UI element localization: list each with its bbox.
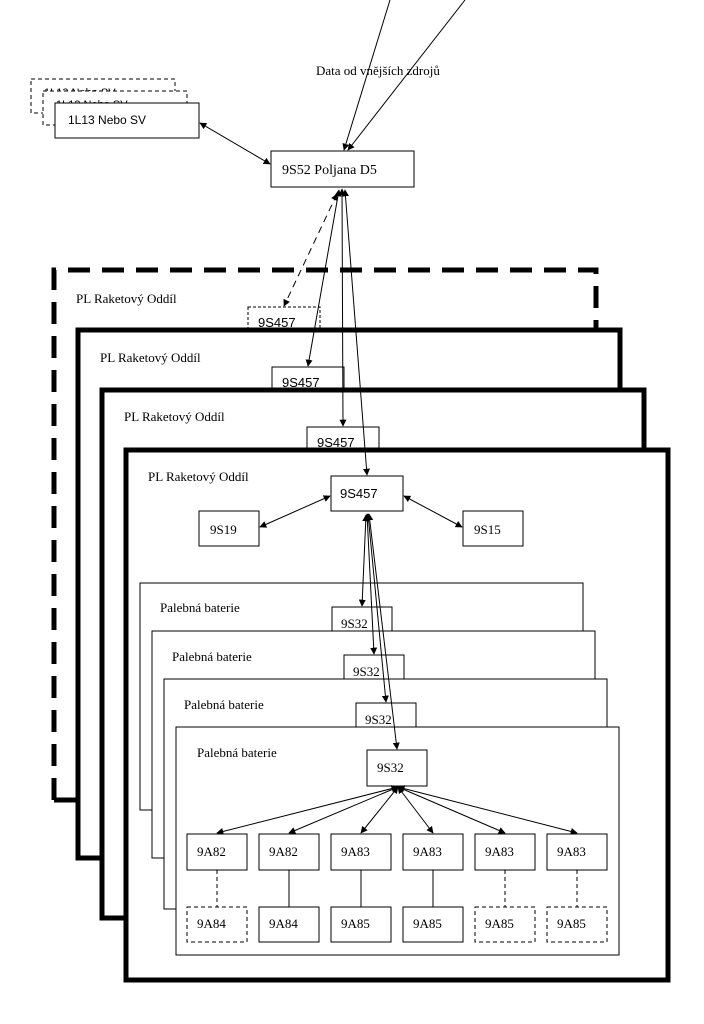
launcher-label-6: 9A83: [557, 844, 586, 859]
launcher-box-1: [186, 833, 248, 871]
battalion-frame-front-title: PL Raketový Oddíl: [148, 469, 249, 484]
radar-9s19-box: [198, 510, 260, 547]
battery-frame-2-title: Palebná baterie: [172, 649, 252, 664]
cp-battery4-link: [366, 513, 400, 750]
radar-box: [54, 102, 200, 139]
battery-frame-3-radar-label: 9S32: [365, 712, 392, 727]
launcher-label-5: 9A83: [485, 844, 514, 859]
loader-label-5: 9A85: [485, 916, 514, 931]
battalion-frame-1-title: PL Raketový Oddíl: [76, 291, 177, 306]
battalion-frame-2-title: PL Raketový Oddíl: [100, 350, 201, 365]
command-post-box: [270, 150, 415, 188]
battery-frame-2-radar-label: 9S32: [353, 664, 380, 679]
launcher-link-6: [397, 785, 578, 835]
launcher-label-4: 9A83: [413, 844, 442, 859]
poljana-front-cp-link: [341, 189, 371, 476]
launcher-label-3: 9A83: [341, 844, 370, 859]
launcher-label-1: 9A82: [197, 844, 226, 859]
loader-label-3: 9A85: [341, 916, 370, 931]
radar-9s15-box: [462, 510, 524, 547]
battalion-frame-2-cp-label: 9S457: [282, 375, 320, 390]
battery-frame-1-radar-label: 9S32: [341, 616, 368, 631]
loader-box-4: [402, 906, 464, 943]
launcher-box-3: [330, 833, 392, 871]
loader-label-2: 9A84: [269, 916, 298, 931]
cp-9s15-link: [403, 495, 463, 528]
radar-command-post-link: [199, 122, 271, 165]
loader-box-3: [330, 906, 392, 943]
radar-label: 1L13 Nebo SV: [68, 113, 146, 127]
battalion-frame-1-cp-label: 9S457: [258, 315, 296, 330]
launcher-box-6: [546, 833, 608, 871]
loader-label-4: 9A85: [413, 916, 442, 931]
launcher-link-3: [360, 786, 399, 834]
loader-label-1: 9A84: [197, 916, 226, 931]
loader-label-6: 9A85: [557, 916, 586, 931]
loader-box-2: [258, 906, 320, 943]
loader-box-1: [186, 906, 248, 943]
launcher-box-4: [402, 833, 464, 871]
external-data-line-1: [342, 0, 391, 151]
battalion-cp-label: 9S457: [340, 486, 378, 501]
loader-box-6: [546, 906, 608, 943]
battalion-frame-3-title: PL Raketový Oddíl: [124, 409, 225, 424]
radar-9s15-label: 9S15: [474, 522, 501, 537]
poljana-frame1-link: [283, 193, 338, 307]
external-data-line-2: [347, 0, 466, 151]
launcher-box-2: [258, 833, 320, 871]
launcher-group: 9A82 9A84 9A82 9A84 9A83 9A85 9A83 9A85 9A83 9A85…: [186, 785, 608, 943]
launcher-box-5: [474, 833, 536, 871]
battery-frame-1-title: Palebná baterie: [160, 600, 240, 615]
poljana-frame2-link: [305, 189, 342, 367]
battery-radar-label: 9S32: [377, 760, 404, 775]
battery-frame-3-title: Palebná baterie: [184, 697, 264, 712]
battery-radar-box: [366, 749, 428, 787]
launcher-label-2: 9A82: [269, 844, 298, 859]
cp-9s19-link: [259, 495, 331, 528]
external-data-caption: Data od vnějších zdrojů: [316, 63, 440, 78]
battalion-cp-box: [330, 475, 404, 512]
radar-9s19-label: 9S19: [210, 522, 237, 537]
loader-box-5: [474, 906, 536, 943]
command-post-label: 9S52 Poljana D5: [282, 163, 377, 178]
battery-frame-front-title: Palebná baterie: [197, 745, 277, 760]
